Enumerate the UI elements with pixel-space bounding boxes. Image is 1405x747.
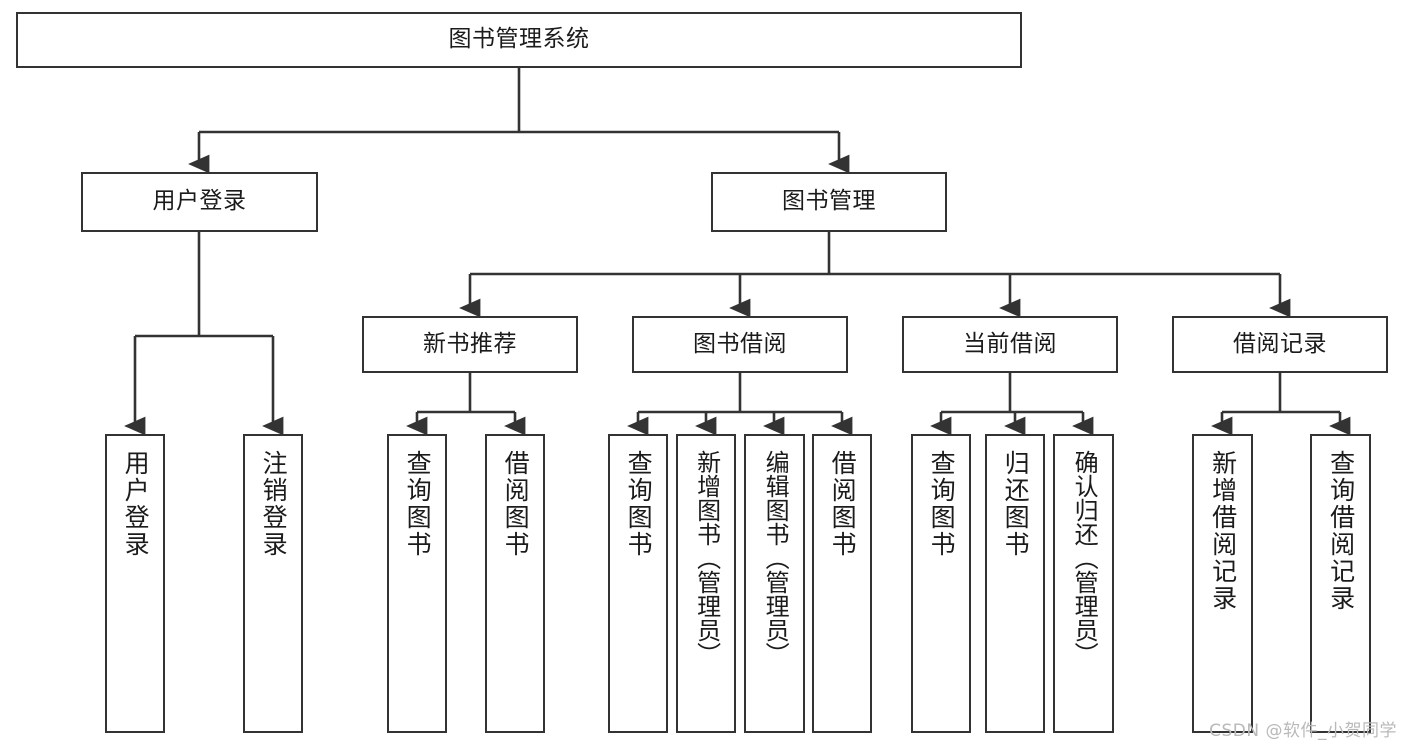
node-root-label: 图书管理系统	[448, 26, 590, 53]
node-leaf-confirm-return-label: 确认归还（管理员）	[1070, 450, 1099, 666]
node-leaf-edit-book-label: 编辑图书（管理员）	[761, 450, 790, 666]
node-current-borrow[interactable]: 当前借阅	[902, 316, 1118, 373]
node-leaf-query-book-3-label: 查询图书	[927, 450, 957, 558]
node-user-login[interactable]: 用户登录	[81, 172, 318, 232]
node-leaf-borrow-book-1[interactable]: 借阅图书	[485, 434, 545, 733]
node-new-book-recommend[interactable]: 新书推荐	[362, 316, 578, 373]
node-leaf-logout[interactable]: 注销登录	[243, 434, 303, 733]
node-leaf-query-record-label: 查询借阅记录	[1326, 450, 1356, 612]
node-leaf-query-book-1-label: 查询图书	[403, 450, 433, 558]
node-leaf-query-book-2[interactable]: 查询图书	[608, 434, 668, 733]
node-book-manage-label: 图书管理	[782, 188, 876, 215]
node-leaf-edit-book[interactable]: 编辑图书（管理员）	[744, 434, 805, 733]
node-root[interactable]: 图书管理系统	[16, 12, 1022, 68]
node-leaf-return-book-label: 归还图书	[1001, 450, 1031, 558]
node-leaf-confirm-return[interactable]: 确认归还（管理员）	[1053, 434, 1114, 733]
watermark-text: CSDN @软件_小贺同学	[1209, 721, 1397, 741]
node-leaf-add-book-label: 新增图书（管理员）	[692, 450, 721, 666]
node-leaf-query-book-2-label: 查询图书	[624, 450, 654, 558]
node-current-borrow-label: 当前借阅	[963, 330, 1057, 357]
node-leaf-return-book[interactable]: 归还图书	[985, 434, 1045, 733]
node-book-borrow[interactable]: 图书借阅	[632, 316, 848, 373]
node-leaf-borrow-book-1-label: 借阅图书	[501, 450, 531, 558]
node-leaf-borrow-book-2[interactable]: 借阅图书	[812, 434, 872, 733]
node-leaf-borrow-book-2-label: 借阅图书	[828, 450, 858, 558]
node-book-borrow-label: 图书借阅	[693, 330, 787, 357]
node-leaf-add-record-label: 新增借阅记录	[1208, 450, 1238, 612]
node-leaf-query-record[interactable]: 查询借阅记录	[1310, 434, 1371, 733]
node-leaf-user-login-label: 用户登录	[121, 450, 151, 558]
node-borrow-records-label: 借阅记录	[1233, 330, 1327, 357]
node-new-book-recommend-label: 新书推荐	[423, 330, 517, 357]
node-leaf-add-book[interactable]: 新增图书（管理员）	[676, 434, 736, 733]
node-leaf-query-book-3[interactable]: 查询图书	[911, 434, 971, 733]
node-user-login-label: 用户登录	[152, 188, 247, 215]
node-leaf-user-login[interactable]: 用户登录	[105, 434, 165, 733]
node-book-manage[interactable]: 图书管理	[711, 172, 947, 232]
node-leaf-query-book-1[interactable]: 查询图书	[387, 434, 447, 733]
node-leaf-logout-label: 注销登录	[259, 450, 289, 558]
node-borrow-records[interactable]: 借阅记录	[1172, 316, 1388, 373]
node-leaf-add-record[interactable]: 新增借阅记录	[1192, 434, 1253, 733]
